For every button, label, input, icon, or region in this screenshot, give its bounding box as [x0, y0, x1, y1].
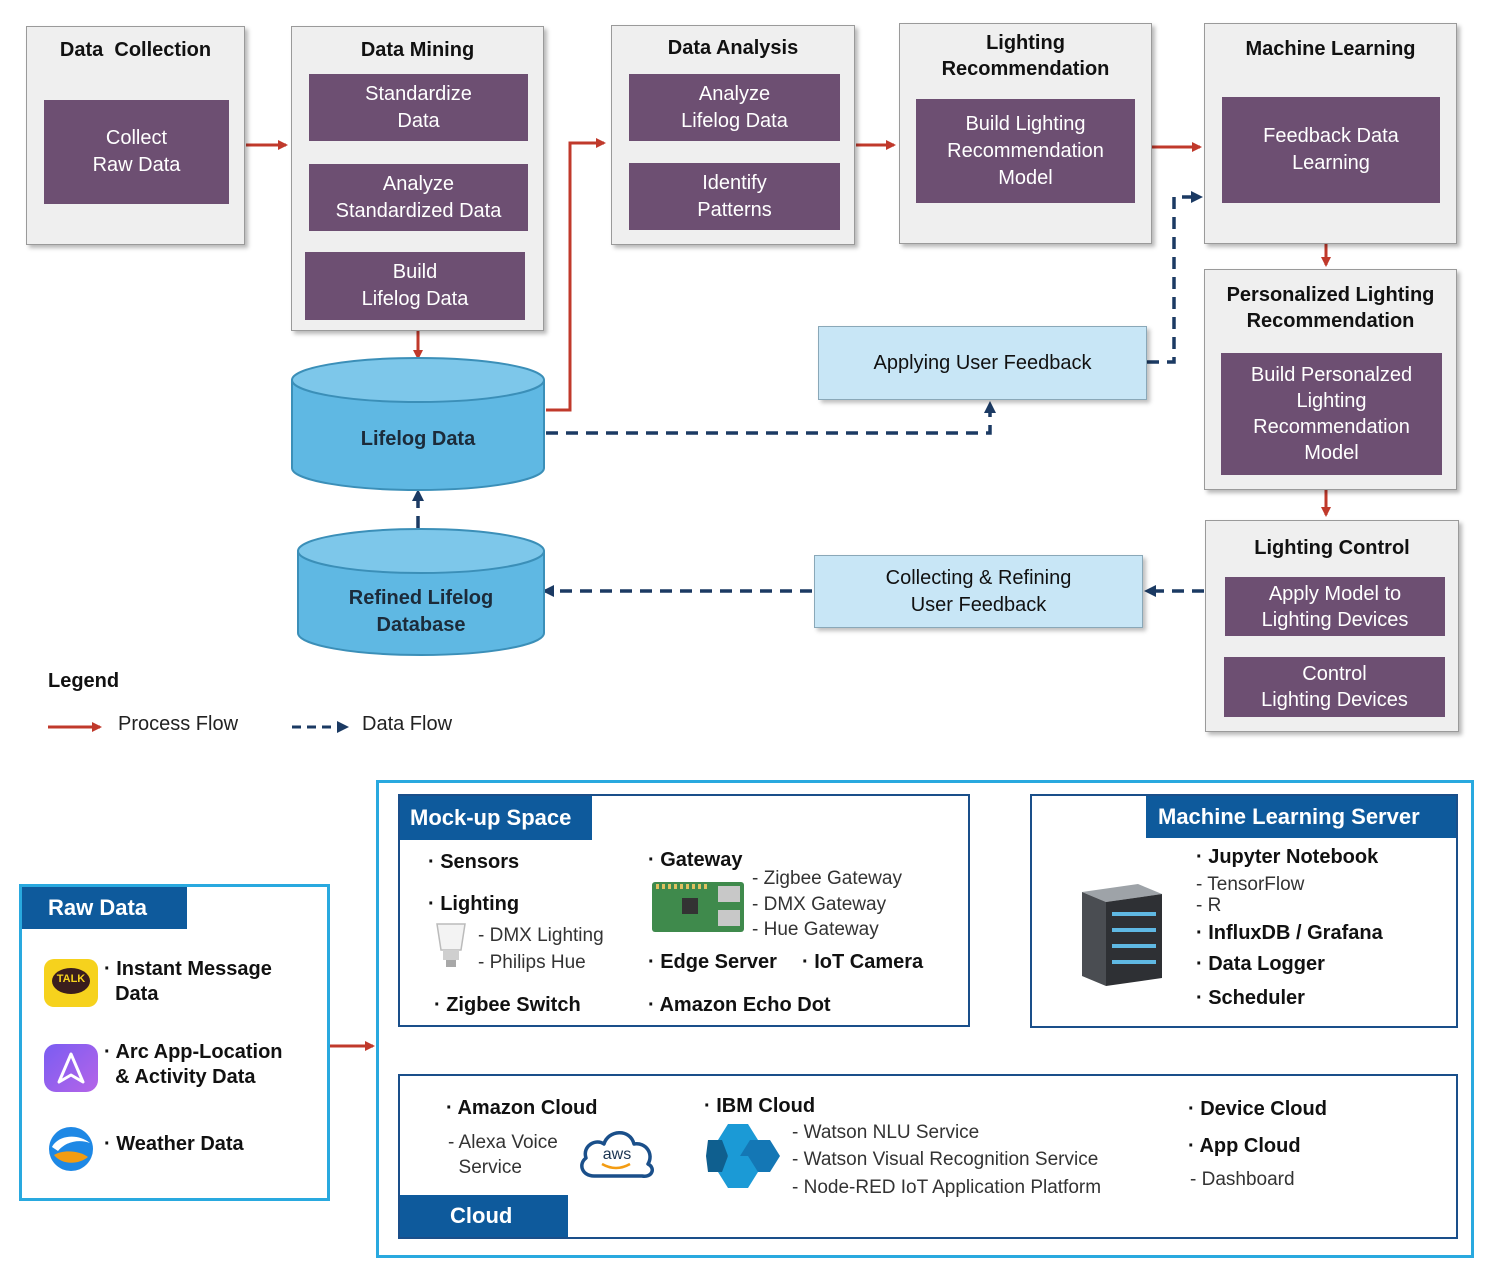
step-collect-raw-data: Collect Raw Data: [44, 100, 229, 204]
db-label: Refined Lifelog Database: [348, 587, 494, 636]
cloud-alexa: - Alexa Voice Service: [448, 1132, 558, 1178]
dataflow-applying-to-ml: [1147, 191, 1203, 364]
step-build-lighting-model: Build Lighting Recommendation Model: [916, 99, 1135, 203]
cloud-panel: Cloud · Amazon Cloud - Alexa Voice Servi…: [398, 1074, 1458, 1239]
legend-data-flow: Data Flow: [362, 713, 453, 735]
board-chip: [682, 898, 698, 914]
raw-data-tab: Raw Data: [22, 887, 187, 929]
gateway-zigbee: - Zigbee Gateway: [752, 868, 902, 889]
cylinder-icon: [291, 357, 545, 491]
mockup-lighting: · Lighting: [428, 893, 520, 915]
ibm-node-red: - Node-RED IoT Application Platform: [792, 1177, 1102, 1198]
group-title: Personalized Lighting Recommendation: [1226, 284, 1435, 332]
mockup-edge-server: · Edge Server: [648, 951, 777, 973]
lighting-hue: - Philips Hue: [478, 952, 586, 973]
step-apply-model: Apply Model to Lighting Devices: [1225, 577, 1445, 636]
ml-jupyter: · Jupyter Notebook: [1196, 846, 1379, 868]
collecting-user-feedback-box: Collecting & Refining User Feedback: [814, 555, 1143, 628]
cloud-app: · App Cloud: [1188, 1135, 1301, 1157]
mockup-sensors: · Sensors: [428, 851, 520, 873]
kakaotalk-icon: TALK: [44, 959, 98, 1007]
legend-process-flow: Process Flow: [118, 713, 239, 735]
ibm-watson-visual: - Watson Visual Recognition Service: [792, 1149, 1099, 1170]
lighting-dmx: - DMX Lighting: [478, 925, 604, 946]
board-port: [718, 910, 740, 926]
ml-r: - R: [1196, 895, 1222, 916]
weather-swirl-glyph: [49, 1127, 93, 1171]
step-analyze-standardized: Analyze Standardized Data: [309, 164, 528, 231]
raw-data-panel: Raw Data TALK · Instant Message Data · A…: [19, 884, 330, 1201]
db-label: Lifelog Data: [360, 428, 476, 450]
ibm-watson-nlu: - Watson NLU Service: [792, 1122, 980, 1143]
aws-badge: aws: [602, 1146, 632, 1163]
board-port: [718, 886, 740, 902]
step-standardize-data: Standardize Data: [309, 74, 528, 141]
step-analyze-lifelog: Analyze Lifelog Data: [629, 74, 840, 141]
board-pins: [656, 884, 710, 889]
cloud-amazon: · Amazon Cloud: [446, 1097, 598, 1119]
ml-tensorflow: - TensorFlow: [1196, 874, 1305, 895]
cloud-tab: Cloud: [400, 1195, 568, 1237]
step-control-devices: Control Lighting Devices: [1224, 657, 1445, 717]
mockup-echo-dot: · Amazon Echo Dot: [648, 994, 831, 1016]
ml-scheduler: · Scheduler: [1196, 987, 1305, 1009]
raw-item-weather: · Weather Data: [104, 1133, 244, 1155]
arc-app-icon: [44, 1044, 98, 1092]
gateway-dmx: - DMX Gateway: [752, 894, 887, 915]
step-build-lifelog: Build Lifelog Data: [305, 252, 525, 320]
group-title: Data Mining: [360, 39, 475, 61]
legend-title: Legend: [48, 670, 120, 692]
ml-influxdb: · InfluxDB / Grafana: [1196, 922, 1383, 944]
group-title: Lighting Recommendation: [941, 32, 1110, 80]
step-identify-patterns: Identify Patterns: [629, 163, 840, 230]
group-title: Machine Learning: [1245, 38, 1416, 60]
group-title: Lighting Control: [1254, 537, 1410, 559]
arrow-lifelog-to-analysis: [546, 138, 606, 412]
cloud-dashboard: - Dashboard: [1190, 1169, 1295, 1190]
arc-arrow-glyph: [57, 1052, 85, 1084]
cloud-ibm: · IBM Cloud: [704, 1095, 816, 1117]
applying-user-feedback-box: Applying User Feedback: [818, 326, 1147, 400]
step-build-personalized-model: Build Personalzed Lighting Recommendatio…: [1221, 353, 1442, 475]
aws-cloud-icon: aws: [576, 1124, 658, 1182]
raspberry-pi-board-icon: [652, 882, 744, 932]
mockup-zigbee-switch: · Zigbee Switch: [434, 994, 581, 1016]
group-title: Data Analysis: [667, 37, 799, 59]
group-title: Data Collection: [59, 39, 212, 61]
talk-bubble: [52, 968, 90, 994]
raw-item-instant-message: · Instant Message Data: [104, 958, 272, 1005]
ml-server-tab: Machine Learning Server: [1146, 796, 1456, 838]
step-feedback-learning: Feedback Data Learning: [1222, 97, 1440, 203]
cylinder-icon: [297, 528, 545, 656]
weather-icon: [44, 1125, 98, 1173]
mockup-space-tab: Mock-up Space: [400, 796, 592, 840]
ml-data-logger: · Data Logger: [1196, 953, 1325, 975]
dataflow-lifelog-to-applying: [546, 401, 996, 435]
bulb-icon: [434, 920, 468, 970]
refined-lifelog-cylinder: Refined Lifelog Database: [296, 527, 546, 657]
mockup-space-panel: Mock-up Space · Sensors · Lighting - DMX…: [398, 794, 970, 1027]
server-icon: [1076, 882, 1166, 988]
raw-item-arc-app: · Arc App-Location & Activity Data: [104, 1041, 283, 1088]
mockup-iot-camera: · IoT Camera: [802, 951, 924, 973]
talk-badge: TALK: [56, 973, 86, 985]
ibm-watson-icon: [706, 1120, 788, 1192]
lifelog-data-cylinder: Lifelog Data: [290, 356, 546, 492]
mockup-gateway: · Gateway: [648, 849, 743, 871]
gateway-hue: - Hue Gateway: [752, 919, 879, 940]
ml-server-panel: Machine Learning Server · Jupyter Notebo…: [1030, 794, 1458, 1028]
cloud-device: · Device Cloud: [1188, 1098, 1327, 1120]
